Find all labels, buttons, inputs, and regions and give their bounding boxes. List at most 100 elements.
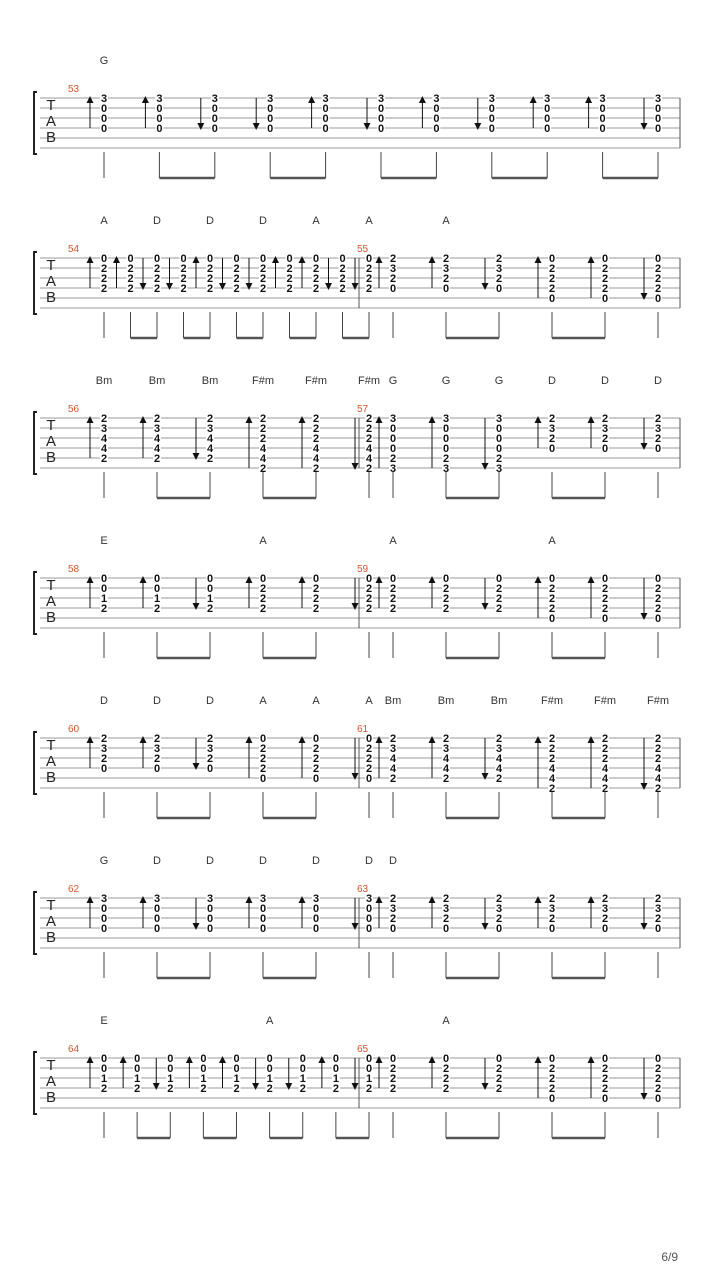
measure-number: 65 [357,1044,369,1055]
fret-background [548,283,556,293]
fret-background [495,443,503,453]
arrow-head [534,576,542,583]
fret-number: 0 [233,1053,239,1065]
fret-background [259,463,267,473]
measure-number: 62 [68,884,80,895]
tab-clef-label: A [46,273,56,290]
fret-background [442,583,450,593]
fret-background [100,433,108,443]
fret-number: 2 [549,1083,555,1095]
fret-background [654,733,662,743]
fret-background [153,583,161,593]
arrow-head [585,96,593,103]
fret-number: 0 [600,123,606,135]
fret-number: 2 [655,263,661,275]
fret-background [654,603,662,613]
chord-symbol: F#m [647,695,669,707]
fret-number: 0 [602,613,608,625]
fret-background [100,283,108,293]
chord-symbol: G [100,855,109,867]
fret-background [100,263,108,273]
arrow-head [428,1056,436,1063]
fret-number: 3 [600,93,606,105]
fret-number: 2 [390,593,396,605]
fret-background [338,283,347,293]
fret-background [312,423,320,433]
fret-number: 0 [154,763,160,775]
fret-background [232,273,241,283]
fret-number: 2 [496,893,502,905]
fret-number: 0 [167,1053,173,1065]
fret-background [153,753,161,763]
fret-number: 0 [260,733,266,745]
fret-number: 0 [167,1063,173,1075]
fret-number: 2 [167,1083,173,1095]
measure-number: 53 [68,84,80,95]
arrow-head [587,1056,595,1063]
fret-number: 3 [443,463,449,475]
fret-number: 0 [443,573,449,585]
fret-background [601,763,609,773]
fret-background [654,123,662,133]
fret-number: 0 [333,1053,339,1065]
fret-number: 0 [260,773,266,785]
fret-number: 3 [101,93,107,105]
fret-number: 0 [366,573,372,585]
measure-number: 56 [68,404,80,415]
fret-number: 0 [390,283,396,295]
fret-number: 2 [339,273,345,285]
fret-number: 4 [549,773,556,785]
fret-number: 0 [180,253,186,265]
fret-background [601,433,609,443]
fret-number: 0 [655,573,661,585]
arrow-head [640,1093,648,1100]
fret-number: 3 [443,743,449,755]
fret-background [654,613,662,623]
fret-number: 0 [313,913,319,925]
fret-background [232,283,241,293]
fret-background [338,273,347,283]
fret-number: 4 [443,753,450,765]
fret-number: 0 [156,103,162,115]
fret-background [365,913,373,923]
fret-background [548,1053,556,1063]
chord-symbol: A [548,535,556,547]
fret-number: 2 [496,773,502,785]
fret-number: 0 [207,573,213,585]
fret-background [389,583,397,593]
fret-number: 2 [390,273,396,285]
fret-background [100,93,108,103]
fret-background [312,263,320,273]
fret-number: 0 [300,1063,306,1075]
fret-number: 4 [390,763,397,775]
fret-background [312,893,320,903]
fret-background [100,103,108,113]
fret-number: 3 [496,263,502,275]
fret-background [365,1053,373,1063]
fret-background [548,763,556,773]
fret-number: 2 [101,733,107,745]
fret-background [389,593,397,603]
tab-clef-label: A [46,593,56,610]
fret-background [654,913,662,923]
fret-number: 2 [549,413,555,425]
fret-number: 2 [496,453,502,465]
fret-number: 2 [207,273,213,285]
fret-background [654,103,662,113]
fret-number: 2 [655,1063,661,1075]
arrow-head [298,736,306,743]
fret-background [365,1063,373,1073]
fret-background [442,443,450,453]
fret-number: 0 [127,253,133,265]
arrow-head [166,283,173,290]
fret-background [601,413,609,423]
fret-background [495,773,503,783]
fret-number: 4 [443,763,450,775]
fret-background [100,593,108,603]
